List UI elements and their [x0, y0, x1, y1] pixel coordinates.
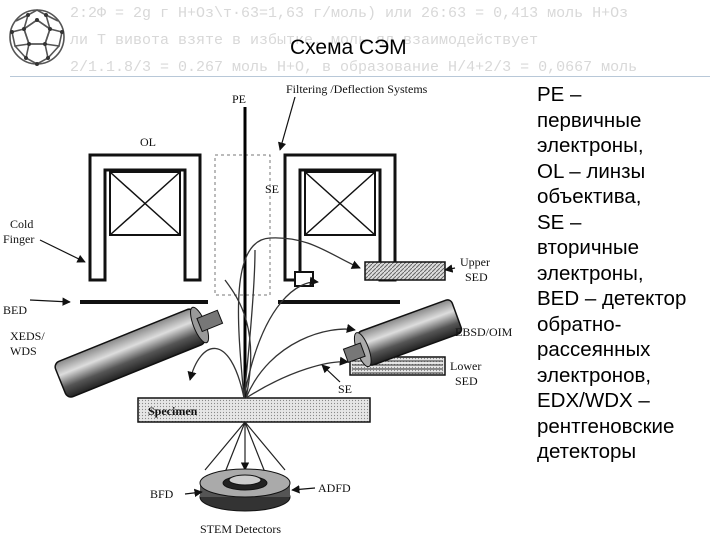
label-xeds-line2: WDS [10, 344, 37, 358]
label-lower-sed-line1: Lower [450, 359, 481, 373]
label-se-bottom: SE [338, 382, 352, 396]
sem-schematic-diagram: PE Filtering /Deflection Systems OL SE C… [3, 82, 513, 536]
legend-line: первичные [537, 108, 642, 132]
legend-line: вторичные [537, 236, 639, 259]
label-se-top: SE [265, 182, 279, 196]
stem-detector-ring [199, 468, 291, 512]
legend-line: EDX/WDX – [537, 389, 650, 412]
legend-line: детекторы [537, 440, 637, 463]
label-lower-sed-line2: SED [455, 374, 478, 388]
background-text-line: 2:2Φ = 2g г Н+Оз\т·63=1,63 г/моль) или 2… [70, 5, 629, 22]
xeds-wds-detector [54, 306, 224, 398]
legend-line: OL – линзы [537, 159, 646, 183]
label-pe: PE [232, 92, 246, 106]
legend-text-block: PE – первичные электроны, OL – линзы объ… [537, 82, 719, 465]
title-divider [10, 76, 710, 77]
label-stem-detectors: STEM Detectors [200, 522, 281, 536]
legend-line: электроны, [537, 261, 644, 285]
background-text-line: ли Т вивота взяте в избытке. моль ял вза… [70, 32, 539, 49]
label-ol: OL [140, 135, 156, 149]
legend-line: электроны, [537, 134, 644, 157]
legend-line: рентгеновские [537, 414, 675, 438]
objective-lens-left [88, 153, 202, 282]
upper-sed-detector [364, 261, 446, 281]
label-xeds-line1: XEDS/ [10, 329, 45, 343]
legend-line: SE – [537, 210, 582, 234]
label-cold-finger-line1: Cold [10, 217, 33, 231]
filter-deflection-box [214, 154, 271, 296]
label-adfd: ADFD [318, 481, 351, 495]
label-cold-finger-line2: Finger [3, 232, 34, 246]
legend-line: объектива, [537, 185, 642, 208]
title-bar: Схема СЭМ [0, 0, 720, 78]
fullerene-logo-icon [9, 9, 65, 66]
label-ebsd-oim: EBSD/OIM [455, 325, 513, 339]
slide-title: Схема СЭМ [290, 36, 407, 59]
background-text-line: 2/1.1.8/3 = 0.267 моль Н+О, в образовани… [70, 59, 638, 76]
specimen-block [137, 397, 371, 423]
label-leader-lines [29, 96, 456, 498]
label-bfd: BFD [150, 487, 174, 501]
label-upper-sed-line2: SED [465, 270, 488, 284]
label-specimen: Specimen [148, 404, 198, 418]
legend-line: обратно- [537, 312, 622, 336]
legend-line: PE – [537, 83, 582, 106]
secondary-electron-paths [187, 237, 361, 399]
ebsd-oim-detector [342, 299, 463, 368]
legend-line: BED – детектор [537, 287, 687, 310]
legend-line: рассеянных [537, 338, 651, 361]
label-filtering-deflection: Filtering /Deflection Systems [286, 82, 428, 96]
label-upper-sed-line1: Upper [460, 255, 490, 269]
label-bed: BED [3, 303, 27, 317]
legend-line: электронов, [537, 363, 652, 387]
